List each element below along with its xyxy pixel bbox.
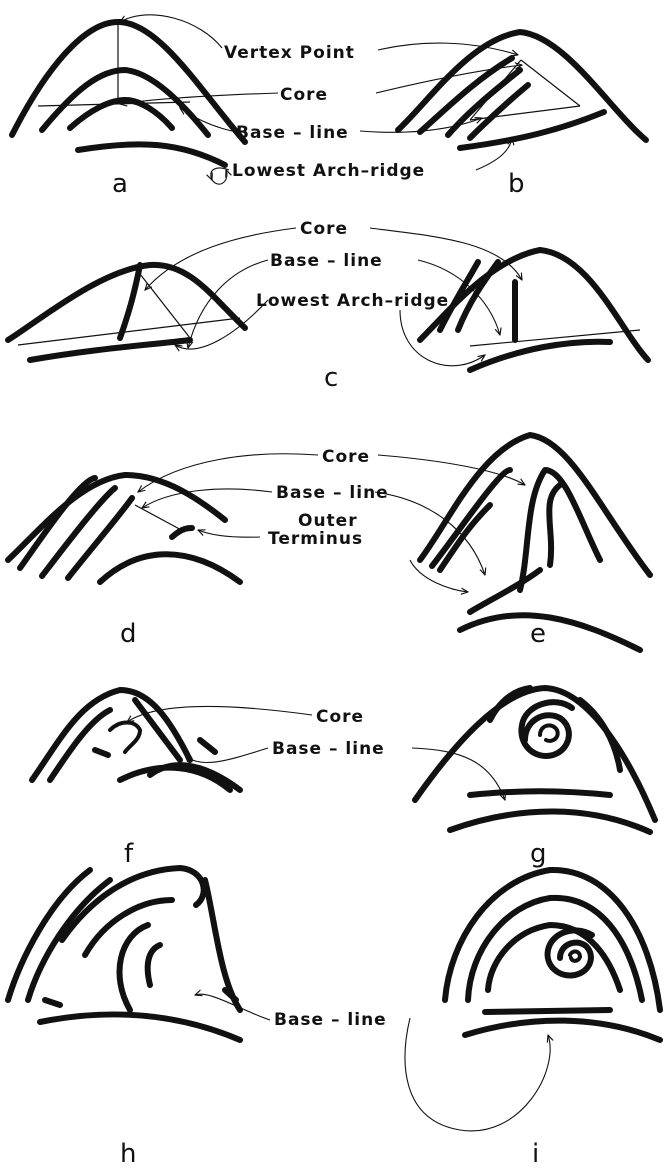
core-label-c: Core — [300, 219, 348, 239]
panel-letter-f: f — [124, 839, 134, 869]
panel-f-drawing — [32, 690, 240, 790]
panel-letter-i: i — [532, 1139, 539, 1169]
base-line-label-fg: Base – line — [272, 739, 385, 759]
core-label-fg: Core — [316, 707, 364, 727]
vertex-point-label: Vertex Point — [224, 43, 355, 63]
panel-letter-b: b — [508, 169, 525, 199]
core-label-de: Core — [322, 447, 370, 467]
panel-e-drawing — [420, 435, 650, 650]
panel-c-drawing-right — [420, 250, 648, 370]
panel-g-drawing — [415, 688, 655, 832]
panel-d-drawing — [8, 475, 240, 582]
panel-c-drawing-left — [8, 265, 245, 360]
outer-terminus-label-line2: Terminus — [268, 529, 363, 549]
base-line-label-de: Base – line — [276, 483, 389, 503]
panel-letter-e: e — [530, 619, 546, 649]
pointer-lines — [120, 15, 550, 1131]
lowest-arch-ridge-label-c: Lowest Arch–ridge — [256, 291, 449, 311]
panel-letter-d: d — [120, 619, 137, 649]
panel-a-drawing — [12, 20, 245, 165]
base-line-label-c: Base – line — [270, 251, 383, 271]
core-label-ab: Core — [280, 85, 328, 105]
panel-letter-h: h — [120, 1139, 136, 1169]
base-line-label-ab: Base – line — [236, 123, 349, 143]
panel-h-drawing — [8, 868, 240, 1040]
panel-letter-c: c — [324, 363, 338, 393]
panel-b-drawing — [398, 32, 646, 148]
lowest-arch-ridge-label-ab: Lowest Arch–ridge — [232, 161, 425, 181]
base-line-label-hi: Base – line — [274, 1010, 387, 1030]
panel-letter-g: g — [530, 839, 547, 869]
outer-terminus-label-line1: Outer — [298, 511, 358, 531]
panel-i-drawing — [445, 870, 660, 1040]
panel-letter-a: a — [112, 169, 128, 199]
